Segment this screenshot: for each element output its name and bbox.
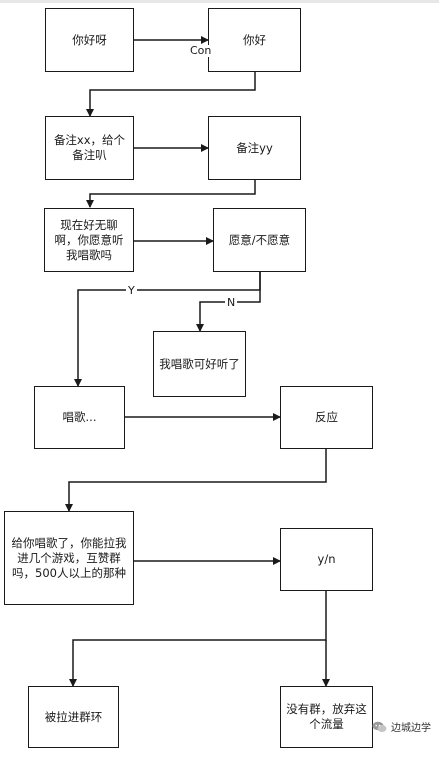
edge-n2-n3 [86, 72, 256, 117]
edge-label-con: Con [188, 44, 214, 57]
edge-n9-n10 [65, 449, 327, 512]
node-willing-decision: 愿意/不愿意 [213, 208, 306, 272]
edge-n6-n8 [74, 272, 261, 387]
watermark-text: 边城边学 [391, 723, 431, 734]
node-no-group-give-up: 没有群，放弃这个流量 [280, 686, 373, 748]
node-added-to-group: 被拉进群环 [28, 686, 119, 748]
node-ask-group: 给你唱歌了，你能拉我进几个游戏，互赞群吗，500人以上的那种 [4, 511, 134, 605]
edge-n4-n5 [86, 180, 256, 208]
node-singing: 唱歌... [34, 386, 125, 449]
node-reaction: 反应 [280, 386, 373, 449]
node-sing-well: 我唱歌可好听了 [153, 331, 246, 397]
edge-label-yes: Y [126, 284, 137, 297]
edge-n11-n12 [69, 591, 327, 687]
node-remark-yy: 备注yy [208, 116, 301, 180]
node-reply-hello: 你好 [208, 8, 301, 72]
top-border-line [0, 0, 439, 3]
edge-label-no: N [225, 296, 238, 309]
node-ask-remark: 备注xx，给个备注叭 [45, 116, 134, 180]
chat-bubble-icon [372, 721, 387, 733]
node-yes-no-decision: y/n [280, 528, 373, 591]
node-greeting: 你好呀 [45, 8, 134, 72]
watermark: 边城边学 [372, 719, 431, 734]
node-ask-sing: 现在好无聊啊，你愿意听我唱歌吗 [44, 208, 134, 272]
